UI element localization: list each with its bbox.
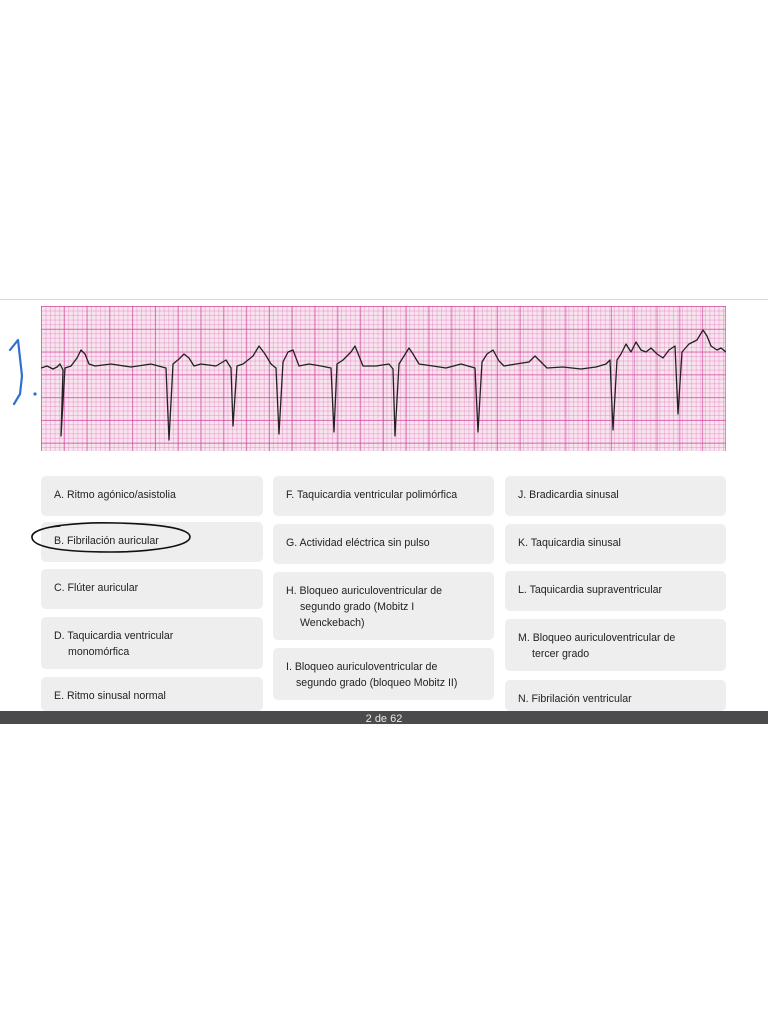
option-j-label: J. Bradicardia sinusal: [518, 489, 619, 501]
option-b[interactable]: B. Fibrilación auricular: [41, 522, 263, 562]
option-d[interactable]: D. Taquicardia ventricular monomórfica: [41, 617, 263, 669]
option-n-label: N. Fibrilación ventricular: [518, 693, 632, 705]
option-i[interactable]: I. Bloqueo auriculoventricular de segund…: [273, 648, 494, 700]
option-h-label-line1: H. Bloqueo auriculoventricular de: [286, 585, 443, 597]
option-c-label: C. Flúter auricular: [54, 582, 139, 594]
option-d-label-line1: D. Taquicardia ventricular: [54, 630, 174, 642]
option-e-label: E. Ritmo sinusal normal: [54, 690, 166, 702]
ecg-strip: [41, 306, 726, 451]
option-m-label-line1: M. Bloqueo auriculoventricular de: [518, 632, 676, 644]
option-m[interactable]: M. Bloqueo auriculoventricular de tercer…: [505, 619, 726, 671]
option-f-label: F. Taquicardia ventricular polimórfica: [286, 489, 458, 501]
option-h[interactable]: H. Bloqueo auriculoventricular de segund…: [273, 572, 494, 640]
option-b-label: B. Fibrilación auricular: [54, 535, 159, 547]
option-h-label-line2: segundo grado (Mobitz I: [300, 601, 415, 613]
option-l-label: L. Taquicardia supraventricular: [518, 584, 663, 596]
option-n[interactable]: N. Fibrilación ventricular: [505, 680, 726, 711]
pagination-bar: 2 de 62: [0, 711, 768, 724]
option-i-label-line1: I. Bloqueo auriculoventricular de: [286, 661, 438, 673]
option-h-label-line3: Wenckebach): [300, 617, 365, 629]
ecg-trace: [41, 329, 726, 441]
option-d-label-line2: monomórfica: [68, 646, 130, 658]
page-indicator: 2 de 62: [365, 713, 403, 725]
option-k-label: K. Taquicardia sinusal: [518, 537, 621, 549]
option-c[interactable]: C. Flúter auricular: [41, 569, 263, 609]
option-g[interactable]: G. Actividad eléctrica sin pulso: [273, 524, 494, 564]
option-g-label: G. Actividad eléctrica sin pulso: [286, 537, 430, 549]
option-m-label-line2: tercer grado: [532, 648, 590, 660]
option-j[interactable]: J. Bradicardia sinusal: [505, 476, 726, 516]
option-f[interactable]: F. Taquicardia ventricular polimórfica: [273, 476, 494, 516]
option-k[interactable]: K. Taquicardia sinusal: [505, 524, 726, 564]
option-a-label: A. Ritmo agónico/asistolia: [54, 489, 176, 501]
top-divider: [0, 299, 768, 300]
selection-circle-mark: [31, 522, 191, 553]
option-a[interactable]: A. Ritmo agónico/asistolia: [41, 476, 263, 516]
option-e[interactable]: E. Ritmo sinusal normal: [41, 677, 263, 711]
option-i-label-line2: segundo grado (bloqueo Mobitz II): [296, 677, 458, 689]
handwritten-number-mark: [8, 338, 37, 406]
option-l[interactable]: L. Taquicardia supraventricular: [505, 571, 726, 611]
